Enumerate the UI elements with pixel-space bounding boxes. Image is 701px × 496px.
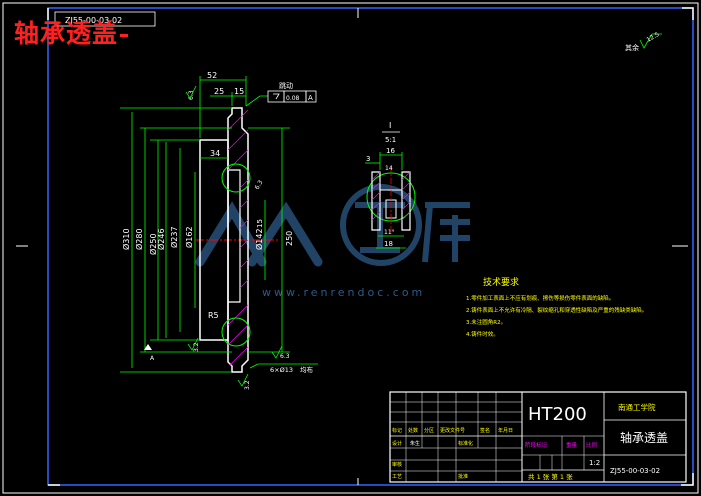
scale-label: 比例	[586, 441, 598, 449]
title-block-text: HT200 南通工学院 轴承透盖 1:2 ZJ55-00-03-02 共 1 张…	[392, 402, 668, 481]
detail-label: I	[389, 121, 391, 130]
detail-view-i: I 5:1 16 3 18 11°	[365, 121, 416, 249]
dim-d250: Ø250	[148, 233, 158, 255]
svg-text:签名: 签名	[480, 427, 490, 434]
center-marks	[16, 8, 688, 485]
section-hatching	[227, 109, 249, 366]
detail-dim-18: 18	[384, 240, 393, 248]
title-block	[389, 391, 687, 483]
weight-label: 重量	[566, 441, 578, 449]
hub-outline	[199, 139, 229, 341]
dim-15: 15	[234, 87, 244, 96]
dim-d246: Ø246	[156, 228, 166, 250]
runout-label: 跳动	[279, 81, 293, 90]
svg-text:审核: 审核	[392, 461, 402, 468]
svg-text:处数: 处数	[408, 427, 418, 434]
finish-6-3-c: 6.3	[280, 353, 290, 360]
finish-3-2-b: 3.2	[244, 380, 251, 390]
datum-triangle	[144, 344, 152, 350]
dim-d237: Ø237	[169, 226, 179, 248]
tech-req-heading: 技术要求	[483, 276, 519, 288]
general-surface-finish: 其余 12.5	[625, 31, 662, 52]
finish-3-2-a: 3.2	[193, 342, 200, 352]
detail-dim-14: 14	[385, 165, 393, 172]
tech-req-4: 4.铸件时效。	[466, 330, 499, 338]
inner-frame	[47, 7, 694, 486]
svg-text:年月日: 年月日	[498, 427, 513, 434]
finish-6-3-b: 6.3	[254, 179, 265, 191]
detail-dim-16: 16	[386, 147, 395, 155]
dim-d162: Ø162	[184, 226, 194, 248]
tech-req-1: 1.零件加工表面上不应有划痕、擦伤等损伤零件表面的缺陷。	[466, 294, 614, 302]
dim-d310: Ø310	[121, 228, 131, 250]
svg-text:0.08: 0.08	[286, 95, 300, 102]
svg-text:ZJ55-00-03-02: ZJ55-00-03-02	[65, 16, 122, 25]
svg-text:12.5: 12.5	[646, 31, 661, 44]
svg-text:朱生: 朱生	[410, 440, 420, 447]
svg-text:A: A	[150, 355, 155, 362]
svg-text:其余: 其余	[625, 43, 639, 52]
detail-scale: 5:1	[385, 136, 396, 144]
dim-52: 52	[207, 71, 217, 80]
dim-r5: R5	[208, 311, 219, 320]
svg-text:设计: 设计	[392, 440, 402, 447]
svg-text:标准化: 标准化	[458, 440, 473, 447]
r5-circle-marker	[221, 317, 251, 347]
detail-dim-3: 3	[366, 155, 370, 163]
frame-corner-marks	[47, 7, 694, 486]
stage-label: 阶段标记	[525, 441, 548, 449]
geometric-tolerance-frame: 0.08 A	[267, 90, 317, 103]
svg-text:标记: 标记	[392, 427, 402, 434]
groove-outline	[228, 169, 241, 303]
svg-text:分区: 分区	[424, 427, 434, 434]
detail-angle: 11°	[384, 229, 395, 236]
flange-outline	[227, 107, 249, 373]
page-title: 轴承透盖	[14, 14, 129, 50]
tech-req-3: 3.未注圆角R2。	[466, 318, 506, 326]
dim-250: 250	[285, 231, 294, 246]
sheet-info: 共 1 张 第 1 张	[528, 472, 573, 481]
dim-d280: Ø280	[134, 228, 144, 250]
page-title-text: 轴承透盖	[14, 19, 119, 48]
tech-req-2: 2.铸件表面上不允许有冷隔、裂纹缩孔和穿透性缺陷及严重的残缺类缺陷。	[466, 306, 647, 314]
material: HT200	[528, 404, 587, 425]
svg-text:批准: 批准	[458, 473, 468, 480]
main-section-view: 52 25 15 34 Ø310 Ø280 Ø250 Ø246 Ø237 Ø16…	[120, 71, 318, 390]
holes-uniform: 均布	[300, 365, 314, 374]
drawing-code-box: ZJ55-00-03-02	[54, 11, 156, 27]
title-dash	[120, 33, 129, 37]
dim-d142: Ø142	[254, 228, 264, 250]
svg-text:A: A	[308, 94, 313, 102]
dim-25: 25	[214, 87, 224, 96]
scale-value: 1:2	[589, 459, 600, 467]
part-name: 轴承透盖	[620, 430, 668, 445]
dim-34: 34	[210, 149, 220, 158]
svg-text:工艺: 工艺	[392, 474, 402, 480]
drawing-no: ZJ55-00-03-02	[610, 467, 660, 475]
school-name: 南通工学院	[618, 402, 656, 412]
detail-circle-marker	[221, 163, 251, 193]
svg-text:更改文件号: 更改文件号	[440, 427, 465, 434]
dim-15b: 15	[256, 219, 264, 228]
holes-note: 6×Ø13	[270, 366, 293, 374]
watermark-url: www.renrendoc.com	[262, 286, 425, 299]
technical-requirements: 技术要求 1.零件加工表面上不应有划痕、擦伤等损伤零件表面的缺陷。 2.铸件表面…	[466, 276, 647, 338]
